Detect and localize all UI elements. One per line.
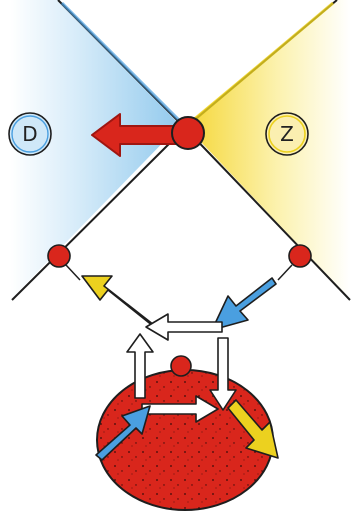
yellow-up-left-arrow-icon bbox=[82, 276, 158, 330]
yellow-fan-region bbox=[185, 0, 350, 300]
right-node-tail bbox=[278, 265, 292, 280]
center-node bbox=[172, 117, 204, 149]
circle-d: D bbox=[9, 113, 51, 155]
left-lower-node bbox=[48, 245, 70, 267]
circle-z: Z bbox=[266, 113, 308, 155]
circle-d-label: D bbox=[22, 122, 37, 146]
cycle-center-node bbox=[171, 356, 191, 376]
circle-z-label: Z bbox=[280, 122, 294, 146]
left-node-tail bbox=[66, 265, 80, 280]
right-lower-node bbox=[289, 245, 311, 267]
